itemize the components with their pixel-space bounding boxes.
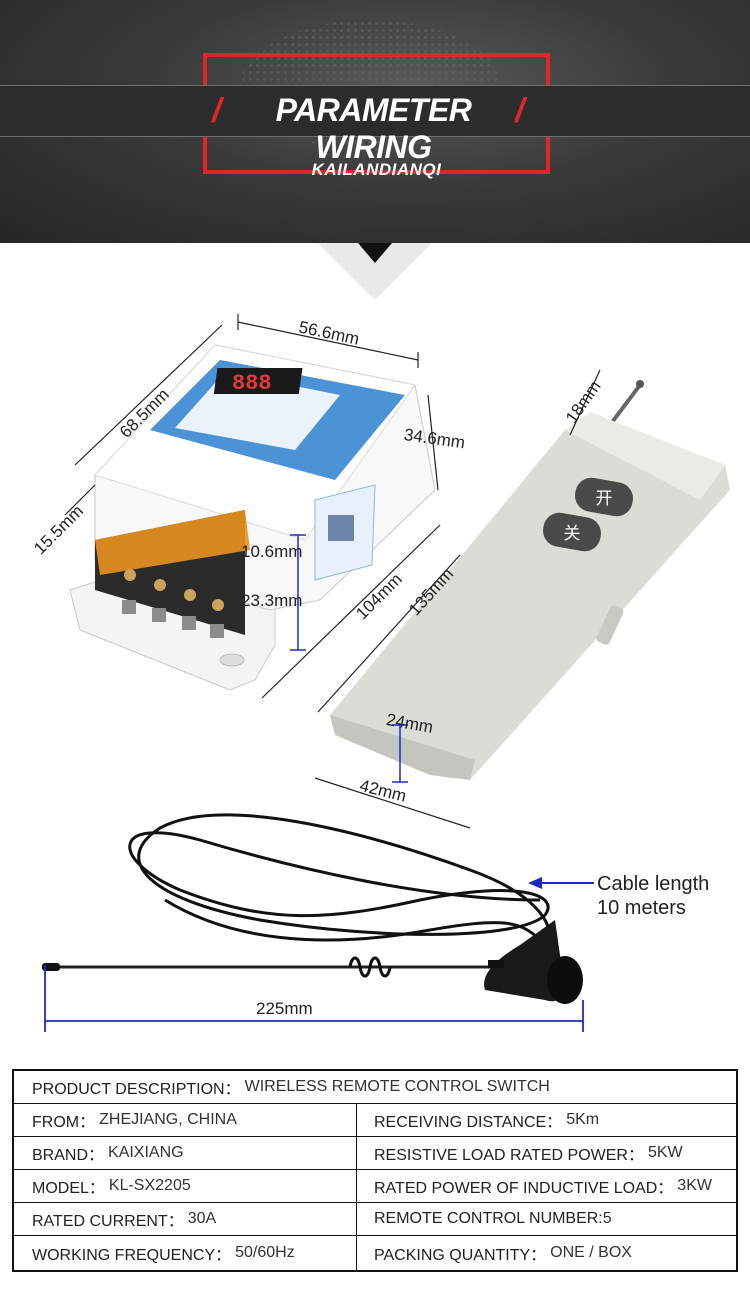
spec-value: KAIXIANG <box>108 1144 184 1161</box>
spec-label: RATED POWER OF INDUCTIVE LOAD： <box>374 1180 674 1197</box>
title-band <box>0 85 750 137</box>
antenna-dimension-line <box>44 965 584 1032</box>
dimension-drawing: 888 开 <box>30 314 730 1032</box>
product-illustration: 888 开 <box>0 300 750 1060</box>
remote-control: 开 关 <box>330 380 730 780</box>
table-row: MODEL： KL-SX2205 RATED POWER OF INDUCTIV… <box>14 1170 736 1203</box>
spec-label: PRODUCT DESCRIPTION： <box>32 1081 241 1098</box>
spec-table: PRODUCT DESCRIPTION： WIRELESS REMOTE CON… <box>12 1069 738 1272</box>
table-row: WORKING FREQUENCY： 50/60Hz PACKING QUANT… <box>14 1236 736 1270</box>
spec-value: 30A <box>187 1210 217 1227</box>
cable-length-line2: 10 meters <box>597 897 686 919</box>
spec-label: REMOTE CONTROL NUMBER: <box>374 1210 603 1227</box>
brand-subtitle: KAILANDIANQI <box>311 160 442 179</box>
spec-label: RECEIVING DISTANCE： <box>374 1114 563 1131</box>
remote-button-on-label: 开 <box>596 489 613 508</box>
header-banner: / PARAMETER WIRING / KAILANDIANQI <box>0 0 750 243</box>
receiver-module: 888 <box>69 344 436 691</box>
spec-value: 5 <box>602 1210 612 1227</box>
slash-left-icon: / <box>212 92 222 130</box>
page-title: PARAMETER WIRING <box>275 92 472 165</box>
cable-callout-arrow <box>528 877 594 889</box>
dim-antenna-length: 225mm <box>256 999 313 1018</box>
slash-right-icon: / <box>515 92 525 130</box>
spec-value: ZHEJIANG, CHINA <box>99 1111 237 1128</box>
antenna <box>42 813 583 1004</box>
blue-dimension-lines <box>290 534 408 783</box>
spec-label: WORKING FREQUENCY： <box>32 1247 232 1264</box>
table-row: RATED CURRENT： 30A REMOTE CONTROL NUMBER… <box>14 1203 736 1236</box>
spec-value: 50/60Hz <box>235 1244 295 1261</box>
table-row: BRAND： KAIXIANG RESISTIVE LOAD RATED POW… <box>14 1137 736 1170</box>
dim-receiver-length: 104mm <box>352 570 406 624</box>
spec-value: 3KW <box>677 1177 712 1194</box>
banner-notch-pointer-icon <box>358 243 392 263</box>
table-row: FROM： ZHEJIANG, CHINA RECEIVING DISTANCE… <box>14 1104 736 1137</box>
remote-button-off: 关 <box>543 512 601 552</box>
remote-button-on: 开 <box>575 477 633 517</box>
spec-label: RESISTIVE LOAD RATED POWER： <box>374 1147 644 1164</box>
spec-value: ONE / BOX <box>550 1244 632 1261</box>
cable-length-line1: Cable length <box>597 873 710 895</box>
cable-length-callout: Cable length 10 meters <box>597 872 709 920</box>
spec-label: RATED CURRENT： <box>32 1213 184 1230</box>
spec-label: PACKING QUANTITY： <box>374 1247 547 1264</box>
spec-label: FROM： <box>32 1114 96 1131</box>
remote-button-off-label: 关 <box>564 524 581 543</box>
spec-value: 5Km <box>566 1111 600 1128</box>
dim-terminal-width: 23.3mm <box>241 591 302 610</box>
dimension-lines <box>64 314 601 829</box>
dim-receiver-width: 56.6mm <box>297 317 361 348</box>
dim-receiver-base: 15.5mm <box>30 501 87 558</box>
spec-value: KL-SX2205 <box>108 1177 191 1194</box>
dim-terminal-height: 10.6mm <box>241 542 302 561</box>
spec-row-description: PRODUCT DESCRIPTION： WIRELESS REMOTE CON… <box>14 1071 736 1104</box>
spec-label: BRAND： <box>32 1147 105 1164</box>
spec-value: WIRELESS REMOTE CONTROL SWITCH <box>244 1078 550 1095</box>
spec-value: 5KW <box>647 1144 683 1161</box>
spec-column-divider <box>356 1104 357 1270</box>
svg-text:888: 888 <box>232 371 272 396</box>
spec-label: MODEL： <box>32 1180 105 1197</box>
